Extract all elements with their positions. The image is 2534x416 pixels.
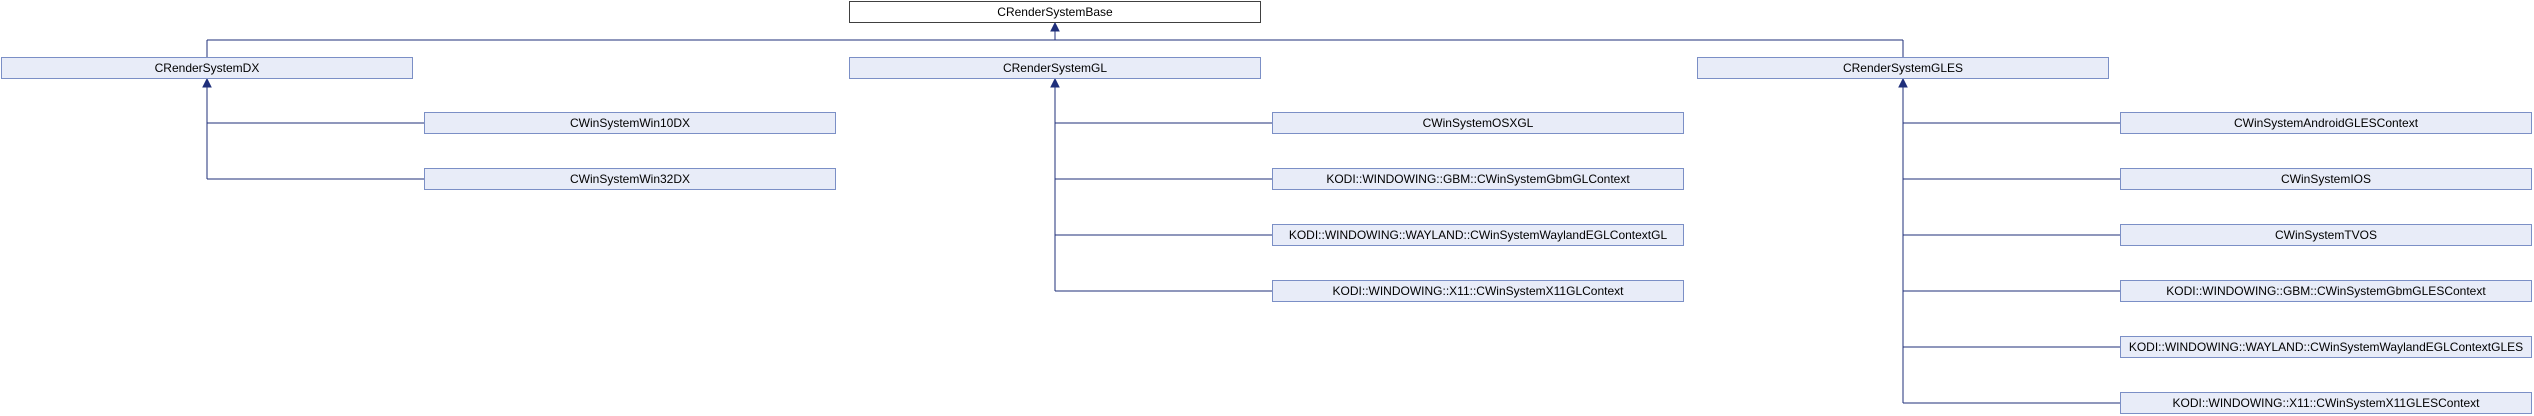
node-cwinsystemwaylandeglcontextgl[interactable]: KODI::WINDOWING::WAYLAND::CWinSystemWayl…: [1272, 224, 1684, 246]
group-arrowhead-0: [202, 77, 212, 88]
node-crendersystemgl[interactable]: CRenderSystemGL: [849, 57, 1261, 79]
node-cwinsystemandroidglescontext[interactable]: CWinSystemAndroidGLESContext: [2120, 112, 2532, 134]
node-cwinsystemgbmglcontext[interactable]: KODI::WINDOWING::GBM::CWinSystemGbmGLCon…: [1272, 168, 1684, 190]
node-cwinsystemx11glescontext[interactable]: KODI::WINDOWING::X11::CWinSystemX11GLESC…: [2120, 392, 2532, 414]
node-cwinsystemwin10dx[interactable]: CWinSystemWin10DX: [424, 112, 836, 134]
node-cwinsystemtvos[interactable]: CWinSystemTVOS: [2120, 224, 2532, 246]
node-cwinsystemx11glcontext[interactable]: KODI::WINDOWING::X11::CWinSystemX11GLCon…: [1272, 280, 1684, 302]
node-cwinsystemwaylandeglcontextgles[interactable]: KODI::WINDOWING::WAYLAND::CWinSystemWayl…: [2120, 336, 2532, 358]
node-crendersystemdx[interactable]: CRenderSystemDX: [1, 57, 413, 79]
node-cwinsystemgbmglescontext[interactable]: KODI::WINDOWING::GBM::CWinSystemGbmGLESC…: [2120, 280, 2532, 302]
node-crendersystemgles[interactable]: CRenderSystemGLES: [1697, 57, 2109, 79]
root-arrowhead: [1050, 21, 1060, 32]
node-crendersystembase[interactable]: CRenderSystemBase: [849, 1, 1261, 23]
node-cwinsystemwin32dx[interactable]: CWinSystemWin32DX: [424, 168, 836, 190]
group-arrowhead-1: [1050, 77, 1060, 88]
node-cwinsystemosxgl[interactable]: CWinSystemOSXGL: [1272, 112, 1684, 134]
group-arrowhead-2: [1898, 77, 1908, 88]
node-cwinsystemios[interactable]: CWinSystemIOS: [2120, 168, 2532, 190]
